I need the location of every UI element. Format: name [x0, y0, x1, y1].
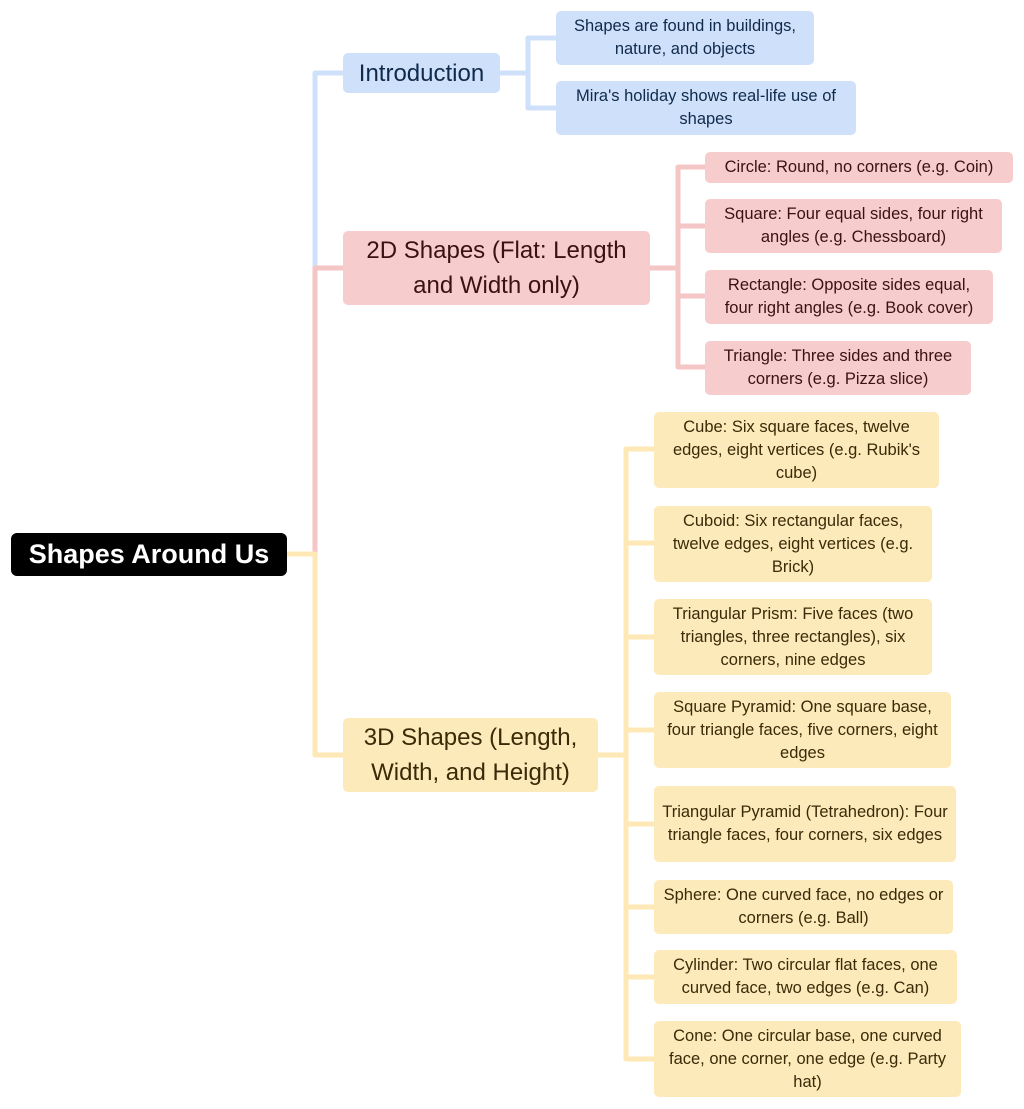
- edge-3d-shapes: [287, 551, 343, 758]
- leaf-rectangle[interactable]: Rectangle: Opposite sides equal, four ri…: [705, 270, 993, 324]
- leaf-triangular-prism[interactable]: Triangular Prism: Five faces (two triang…: [654, 599, 932, 675]
- edge-3d-children: [598, 446, 654, 1062]
- branch-3d-shapes[interactable]: 3D Shapes (Length, Width, and Height): [343, 718, 598, 792]
- branch-2d-shapes[interactable]: 2D Shapes (Flat: Length and Width only): [343, 231, 650, 305]
- leaf-cube[interactable]: Cube: Six square faces, twelve edges, ei…: [654, 412, 939, 488]
- leaf-square-pyramid[interactable]: Square Pyramid: One square base, four tr…: [654, 692, 951, 768]
- leaf-triangle[interactable]: Triangle: Three sides and three corners …: [705, 341, 971, 395]
- leaf-cylinder[interactable]: Cylinder: Two circular flat faces, one c…: [654, 950, 957, 1004]
- branch-introduction[interactable]: Introduction: [343, 53, 500, 93]
- leaf-triangular-pyramid[interactable]: Triangular Pyramid (Tetrahedron): Four t…: [654, 786, 956, 862]
- root-node[interactable]: Shapes Around Us: [11, 533, 287, 576]
- leaf-cone[interactable]: Cone: One circular base, one curved face…: [654, 1021, 961, 1097]
- edge-2d-children: [650, 164, 705, 370]
- edge-introduction-children: [500, 35, 556, 111]
- leaf-circle[interactable]: Circle: Round, no corners (e.g. Coin): [705, 152, 1013, 183]
- leaf-intro-2[interactable]: Mira's holiday shows real-life use of sh…: [556, 81, 856, 135]
- leaf-square[interactable]: Square: Four equal sides, four right ang…: [705, 199, 1002, 253]
- leaf-cuboid[interactable]: Cuboid: Six rectangular faces, twelve ed…: [654, 506, 932, 582]
- leaf-intro-1[interactable]: Shapes are found in buildings, nature, a…: [556, 11, 814, 65]
- leaf-sphere[interactable]: Sphere: One curved face, no edges or cor…: [654, 880, 953, 934]
- edge-2d-shapes: [287, 265, 343, 557]
